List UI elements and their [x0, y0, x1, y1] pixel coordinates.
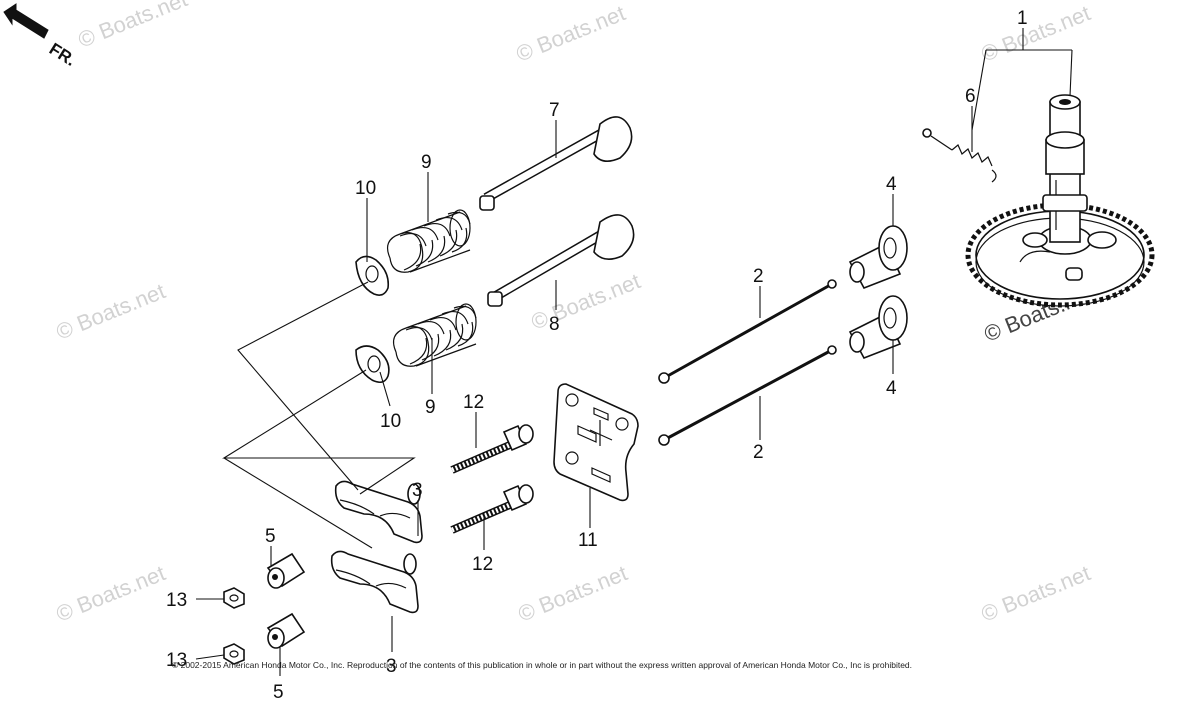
callout-7: 7: [549, 100, 560, 121]
callout-13-upper: 13: [166, 590, 187, 611]
tappet-upper-part[interactable]: [848, 225, 908, 290]
lock-nut-lower-part[interactable]: [223, 643, 245, 665]
watermark-text: © Boats.net: [528, 268, 644, 334]
watermark-text: © Boats.net: [515, 560, 631, 626]
callout-9-lower: 9: [425, 397, 436, 418]
callouts: 1 6 7 8 9 9 10 10 4 4 2 2 11 12 12 3 3 5…: [166, 8, 1028, 703]
callout-10-upper: 10: [355, 178, 376, 199]
callout-3-upper: 3: [412, 480, 423, 501]
rocker-arm-lower-part[interactable]: [330, 550, 419, 614]
callout-5-lower: 5: [273, 682, 284, 703]
valve-spring-lower-part[interactable]: [393, 303, 477, 367]
callout-11: 11: [578, 530, 598, 551]
watermark-text: © Boats.net: [513, 0, 629, 66]
valve-spring-upper-part[interactable]: [387, 209, 471, 273]
push-rod-lower-part[interactable]: [658, 345, 837, 446]
callout-1: 1: [1017, 8, 1028, 29]
callout-12-upper: 12: [463, 392, 484, 413]
callout-5-upper: 5: [265, 526, 276, 547]
callout-3-lower: 3: [386, 656, 397, 677]
valve-retainer-upper-part[interactable]: [355, 255, 390, 296]
front-arrow-icon: [3, 3, 49, 39]
rocker-plate-part[interactable]: [553, 383, 639, 502]
rocker-pivot-upper-part[interactable]: [266, 552, 306, 589]
rocker-stud-upper-part[interactable]: [450, 424, 534, 474]
rocker-stud-lower-part[interactable]: [450, 484, 534, 534]
watermark-text: © Boats.net: [75, 0, 191, 53]
callout-13-lower: 13: [166, 650, 187, 671]
exhaust-valve-part[interactable]: [487, 214, 635, 307]
watermark-text: © Boats.net: [53, 560, 169, 626]
push-rod-upper-part[interactable]: [658, 279, 837, 384]
leader-lines: [195, 28, 1024, 676]
tappet-lower-part[interactable]: [848, 295, 908, 360]
callout-9-upper: 9: [421, 152, 432, 173]
watermark-text: © Boats.net: [53, 278, 169, 344]
lock-nut-upper-part[interactable]: [223, 587, 245, 609]
callout-8: 8: [549, 314, 560, 335]
callout-10-lower: 10: [380, 411, 401, 432]
copyright-notice: © 2002-2015 American Honda Motor Co., In…: [172, 660, 912, 670]
watermark-text: © Boats.net: [978, 0, 1094, 66]
governor-spring-part[interactable]: [922, 128, 997, 183]
intake-valve-part[interactable]: [479, 116, 633, 211]
callout-2-lower: 2: [753, 442, 764, 463]
rocker-pivot-lower-part[interactable]: [266, 612, 306, 649]
callout-12-lower: 12: [472, 554, 493, 575]
watermark-text: © Boats.net: [978, 560, 1094, 626]
assembly-lines: [222, 49, 1073, 549]
callout-4-upper: 4: [886, 174, 897, 195]
rocker-arm-upper-part[interactable]: [334, 480, 423, 544]
callout-6: 6: [965, 86, 976, 107]
callout-4-lower: 4: [886, 378, 897, 399]
front-label: FR.: [46, 39, 79, 70]
callout-2-upper: 2: [753, 266, 764, 287]
watermarks: © Boats.net © Boats.net © Boats.net © Bo…: [53, 0, 1097, 627]
valve-retainer-lower-part[interactable]: [355, 345, 390, 384]
camshaft-gear-part[interactable]: [965, 94, 1155, 308]
